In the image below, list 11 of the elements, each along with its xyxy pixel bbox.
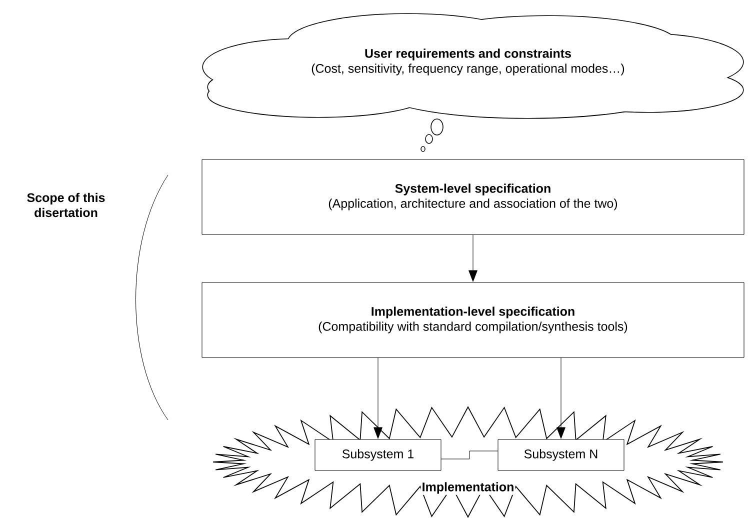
- thought-cloud: User requirements and constraints (Cost, sensitivity, frequency range, operational modes…): [202, 13, 744, 119]
- process-box: Implementation-level specification (Compatibility with standard compilation/synthesis tools): [202, 282, 744, 358]
- arrow: [556, 358, 566, 439]
- arrow: [468, 234, 478, 282]
- subsystem-box: Subsystem N: [498, 439, 624, 471]
- process-box: System-level specification (Application, architecture and association of the two): [202, 159, 744, 235]
- subsystem-box: Subsystem 1: [314, 439, 442, 471]
- node-label: User requirements and constraints: [365, 48, 571, 60]
- arrow: [374, 358, 382, 439]
- side-label: Scope of this disertation: [27, 192, 105, 218]
- node-label: (Cost, sensitivity, frequency range, operational modes…): [312, 64, 624, 76]
